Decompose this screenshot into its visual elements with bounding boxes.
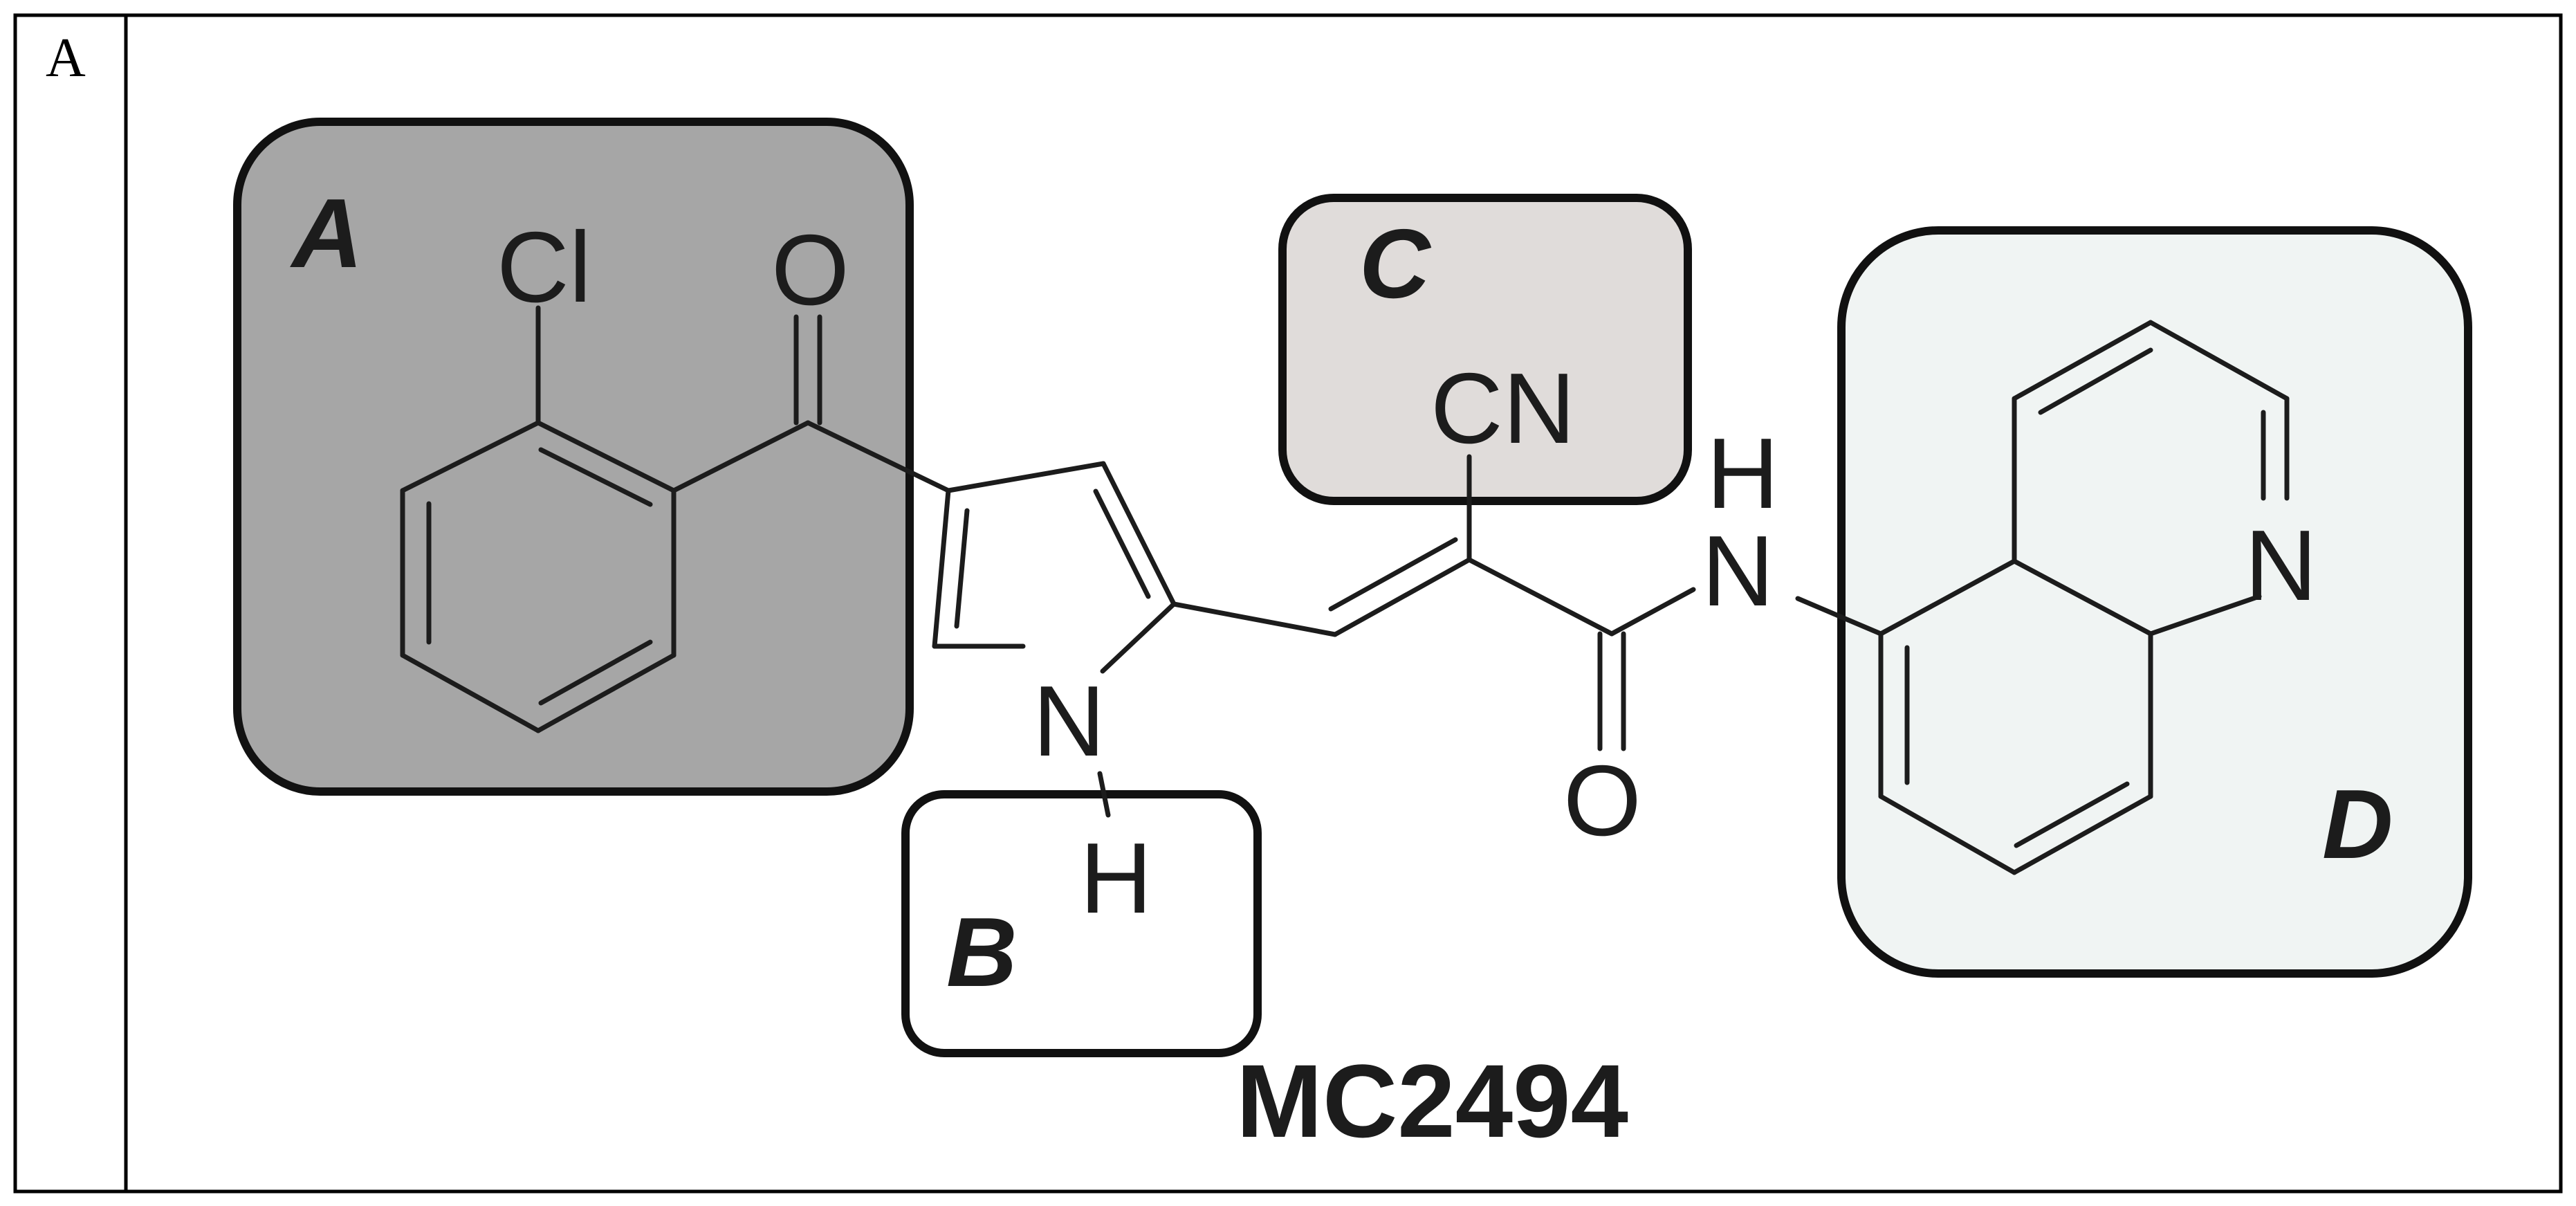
chlorine-atom-label: Cl bbox=[497, 211, 591, 323]
pyrrole-vinyl-bond bbox=[1171, 601, 1338, 637]
ketone-oxygen-label: O bbox=[771, 214, 849, 326]
amide-quinoline-bond bbox=[1795, 596, 1884, 637]
panel-border bbox=[13, 13, 2563, 1194]
carbonyl-pyrrole-bond bbox=[805, 420, 951, 493]
region-a-box bbox=[233, 118, 914, 796]
quinoline-ring bbox=[1878, 320, 2290, 875]
region-b-label: B bbox=[946, 897, 1018, 1007]
region-b-box bbox=[901, 790, 1262, 1057]
region-d-label: D bbox=[2322, 769, 2393, 879]
panel-label: A bbox=[46, 28, 86, 89]
region-a-label: A bbox=[290, 179, 363, 289]
region-d-box bbox=[1837, 226, 2472, 978]
molecule-structure bbox=[400, 305, 2290, 875]
region-c-box bbox=[1278, 194, 1692, 505]
amide-hydrogen-label: H bbox=[1706, 417, 1779, 529]
amide-nitrogen-label: N bbox=[1702, 515, 1774, 627]
chlorophenyl-ring bbox=[400, 420, 677, 733]
aryl-carbonyl-bond bbox=[671, 420, 811, 493]
vinyl-double-bond bbox=[1332, 557, 1472, 637]
pyrrole-ring bbox=[932, 461, 1177, 674]
region-c-label: C bbox=[1359, 209, 1432, 319]
amide-cn-bond bbox=[1609, 587, 1696, 637]
quinoline-nitrogen-label: N bbox=[2245, 509, 2317, 621]
nitrile-label: CN bbox=[1430, 352, 1575, 464]
vinyl-amide-bond bbox=[1466, 557, 1614, 637]
compound-name: MC2494 bbox=[1236, 1043, 1628, 1159]
n-h-bond bbox=[1097, 771, 1111, 818]
amide-oxygen-label: O bbox=[1563, 744, 1641, 857]
pyrrole-nitrogen-label: N bbox=[1033, 665, 1105, 777]
pyrrole-hydrogen-label: H bbox=[1080, 822, 1152, 934]
